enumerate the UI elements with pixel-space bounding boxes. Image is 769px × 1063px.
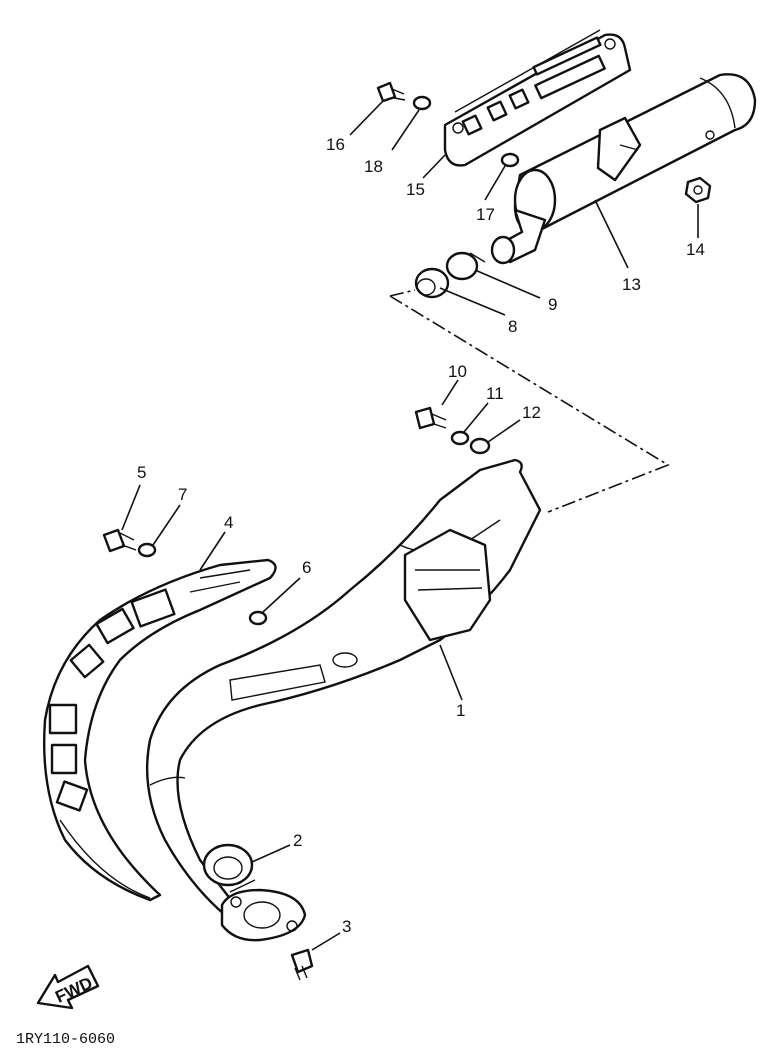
callout-7: 7 xyxy=(178,485,187,504)
leader-lines xyxy=(121,100,699,951)
callout-9: 9 xyxy=(548,295,557,314)
part-2-gasket xyxy=(202,843,254,887)
callout-4: 4 xyxy=(224,513,233,532)
callout-3: 3 xyxy=(342,917,351,936)
callout-11: 11 xyxy=(486,384,504,403)
callout-labels: 1 2 3 4 5 6 7 8 9 10 11 12 13 14 15 16 1… xyxy=(137,135,705,936)
part-4-protector xyxy=(42,558,277,902)
callout-14: 14 xyxy=(686,240,705,259)
callout-6: 6 xyxy=(302,558,311,577)
part-18-washer xyxy=(412,95,432,111)
part-17-washer xyxy=(500,152,520,168)
callout-17: 17 xyxy=(476,205,495,224)
callout-10: 10 xyxy=(448,362,467,381)
callout-1: 1 xyxy=(456,701,465,720)
part-12-washer xyxy=(469,437,491,455)
callout-16: 16 xyxy=(326,135,345,154)
callout-15: 15 xyxy=(406,180,425,199)
drawing-code: 1RY110-6060 xyxy=(16,1031,115,1048)
part-14-nut xyxy=(684,176,712,204)
callout-12: 12 xyxy=(522,403,541,422)
part-9-clamp xyxy=(445,251,486,281)
fwd-arrow: FWD xyxy=(36,964,100,1010)
part-5-bolt xyxy=(102,528,137,553)
callout-13: 13 xyxy=(622,275,641,294)
part-7-washer xyxy=(137,542,157,558)
callout-5: 5 xyxy=(137,463,146,482)
part-6-washer xyxy=(248,610,268,626)
callout-2: 2 xyxy=(293,831,302,850)
part-1-exhaust-pipe xyxy=(145,458,542,942)
part-10-bolt xyxy=(414,406,447,430)
part-3-bolt xyxy=(290,948,314,981)
part-13-silencer xyxy=(490,73,757,265)
callout-18: 18 xyxy=(364,157,383,176)
part-16-bolt xyxy=(376,81,406,103)
part-15-silencer-protector xyxy=(443,29,632,167)
part-11-washer xyxy=(450,430,470,446)
part-8-grommet xyxy=(414,267,450,299)
callout-8: 8 xyxy=(508,317,517,336)
